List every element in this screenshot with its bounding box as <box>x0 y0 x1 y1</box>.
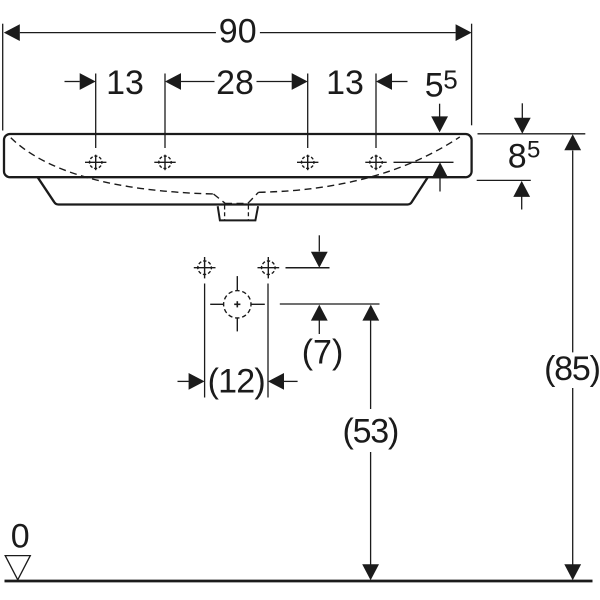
svg-text:(53): (53) <box>342 413 398 451</box>
svg-text:(85): (85) <box>544 350 600 388</box>
svg-text:(12): (12) <box>208 363 265 401</box>
svg-text:8: 8 <box>508 138 527 176</box>
svg-text:13: 13 <box>326 64 364 102</box>
svg-text:13: 13 <box>106 64 144 102</box>
svg-text:0: 0 <box>11 517 30 555</box>
svg-text:5: 5 <box>425 66 444 104</box>
svg-text:5: 5 <box>443 65 457 95</box>
svg-text:28: 28 <box>216 64 254 102</box>
svg-text:5: 5 <box>527 136 540 163</box>
svg-text:90: 90 <box>219 13 257 51</box>
svg-text:(7): (7) <box>302 334 344 372</box>
